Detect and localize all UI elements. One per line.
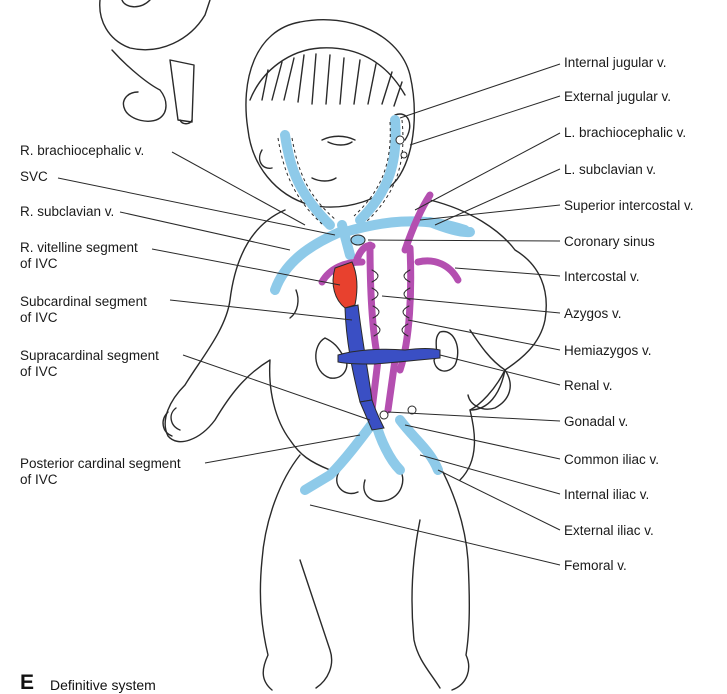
intercostal-vein-shape bbox=[418, 261, 458, 280]
panel-letter: E bbox=[20, 673, 34, 693]
label-superior-intercostal: Superior intercostal v. bbox=[564, 198, 694, 214]
coronary-sinus-shape bbox=[351, 235, 365, 245]
label-internal-iliac: Internal iliac v. bbox=[564, 487, 649, 503]
label-femoral: Femoral v. bbox=[564, 558, 627, 574]
figure-caption: Definitive system bbox=[50, 677, 156, 693]
r-subclavian-vein-shape bbox=[275, 232, 340, 290]
label-l-subclavian: L. subclavian v. bbox=[564, 162, 656, 178]
label-intercostal: Intercostal v. bbox=[564, 269, 640, 285]
label-internal-jugular: Internal jugular v. bbox=[564, 55, 667, 71]
azygos-vein-shape bbox=[370, 245, 378, 360]
label-coronary-sinus: Coronary sinus bbox=[564, 234, 655, 250]
label-external-jugular: External jugular v. bbox=[564, 89, 671, 105]
label-r-brachiocephalic: R. brachiocephalic v. bbox=[20, 143, 144, 159]
partial-fetus-outline bbox=[100, 0, 210, 50]
label-gonadal: Gonadal v. bbox=[564, 414, 628, 430]
label-hemiazygos: Hemiazygos v. bbox=[564, 343, 652, 359]
label-l-brachiocephalic: L. brachiocephalic v. bbox=[564, 125, 686, 141]
r-vitelline-segment-shape bbox=[333, 262, 357, 308]
label-r-subclavian: R. subclavian v. bbox=[20, 204, 114, 220]
iliac-veins-shape bbox=[305, 420, 438, 490]
label-svc: SVC bbox=[20, 169, 48, 185]
label-common-iliac: Common iliac v. bbox=[564, 452, 659, 468]
label-renal: Renal v. bbox=[564, 378, 613, 394]
label-external-iliac: External iliac v. bbox=[564, 523, 654, 539]
label-azygos: Azygos v. bbox=[564, 306, 622, 322]
r-jugular-shape bbox=[285, 135, 330, 225]
